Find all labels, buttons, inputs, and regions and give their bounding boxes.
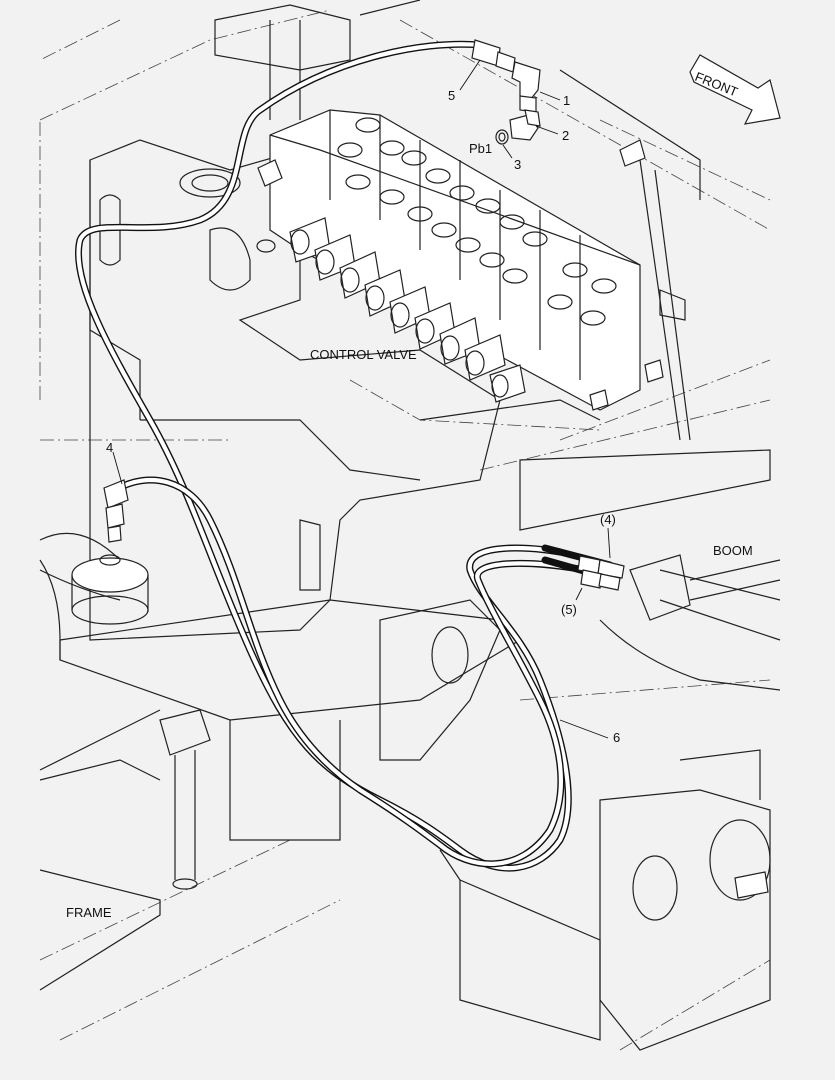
callout-6: 6 <box>559 719 620 745</box>
frame-body <box>39 139 521 991</box>
boom-hose-bundle <box>541 544 781 691</box>
frame-label: FRAME <box>66 905 112 920</box>
callout-3-text: 3 <box>514 157 521 172</box>
hose-fitting-left <box>103 479 129 543</box>
hose-fitting-top <box>471 39 516 73</box>
callout-4-paren: (4) <box>600 512 616 559</box>
o-ring-3 <box>495 129 509 145</box>
callout-5-text: 5 <box>448 88 455 103</box>
control-valve-label: CONTROL VALVE <box>310 347 417 362</box>
control-valve <box>256 109 691 441</box>
callout-2-text: 2 <box>562 128 569 143</box>
tee-fitting-1 <box>511 61 541 113</box>
callout-1: 1 <box>539 91 570 108</box>
frame-outline <box>39 9 771 1051</box>
callout-5: 5 <box>448 59 481 103</box>
callout-3: 3 <box>502 144 521 172</box>
pb1-label: Pb1 <box>469 141 492 156</box>
elbow-fitting-2 <box>509 109 541 141</box>
front-arrow: FRONT <box>689 54 781 125</box>
callout-6-text: 6 <box>613 730 620 745</box>
callout-2: 2 <box>535 125 569 143</box>
swivel-joint <box>39 554 149 641</box>
callout-pb1: Pb1 <box>469 141 492 156</box>
callout-5-paren: (5) <box>561 587 583 617</box>
callout-4-text: 4 <box>106 440 113 455</box>
boom-label: BOOM <box>713 543 753 558</box>
pilot-hose-4 <box>111 476 589 868</box>
valve-ports <box>337 117 617 326</box>
pilot-hose-5 <box>75 40 572 872</box>
callout-4: 4 <box>106 440 123 485</box>
valve-spools <box>289 217 526 403</box>
boom-bracket <box>379 399 771 1051</box>
callout-1-text: 1 <box>563 93 570 108</box>
callout-5-paren-text: (5) <box>561 602 577 617</box>
callout-4-paren-text: (4) <box>600 512 616 527</box>
